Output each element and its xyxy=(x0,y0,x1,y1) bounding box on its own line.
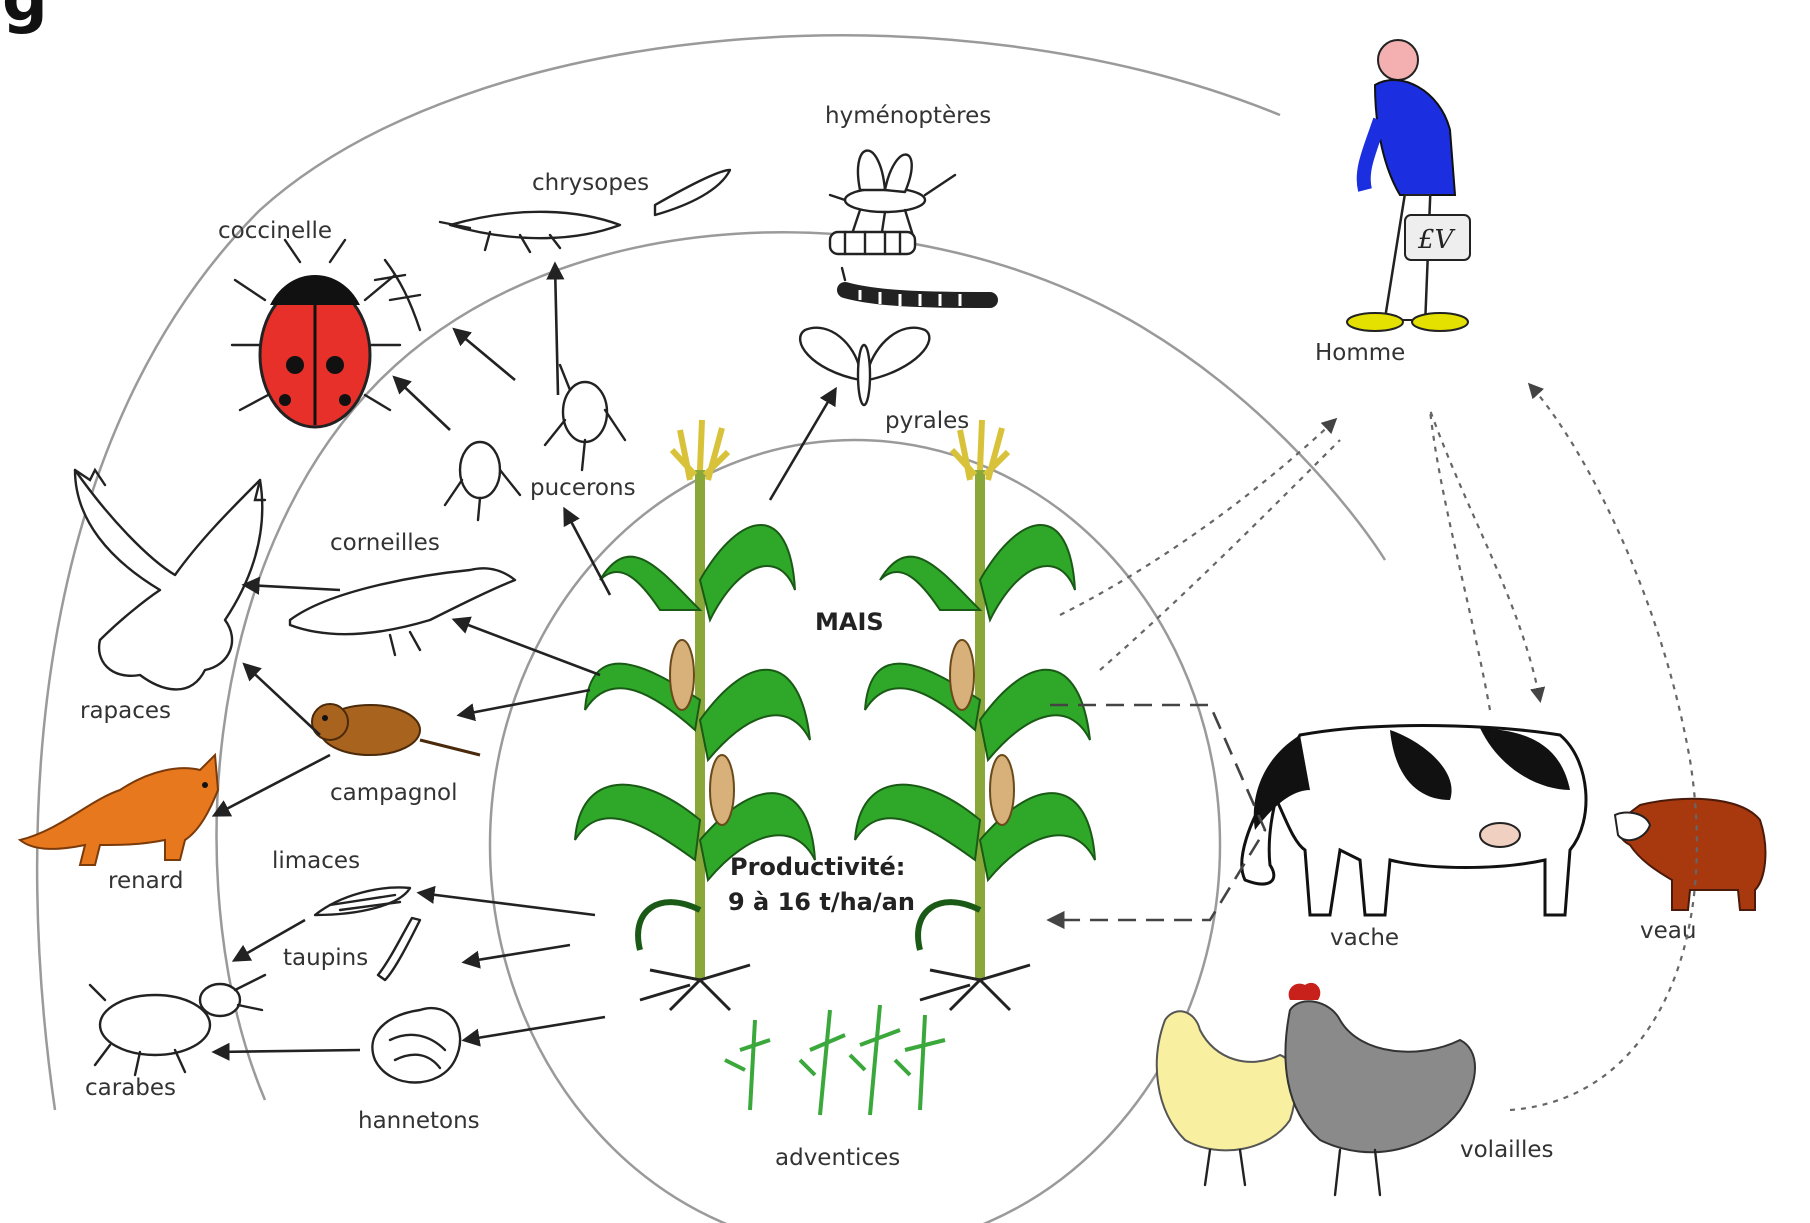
productivity-value: 9 à 16 t/ha/an xyxy=(728,888,915,916)
label-homme: Homme xyxy=(1315,340,1405,366)
slug-icon xyxy=(313,886,412,917)
label-corneilles: corneilles xyxy=(330,530,440,556)
label-taupins: taupins xyxy=(283,945,368,971)
label-rapaces: rapaces xyxy=(80,698,171,724)
grub-icon xyxy=(371,1007,462,1084)
label-veau: veau xyxy=(1640,918,1696,944)
partial-title: g xyxy=(2,0,48,36)
calf-icon xyxy=(1613,797,1767,911)
maize-plant-icon xyxy=(854,419,1096,1012)
rooster-icon xyxy=(1284,982,1476,1197)
eagle-icon xyxy=(73,467,267,691)
hymenoptera-icon xyxy=(828,149,957,256)
trophic-arrows xyxy=(211,261,837,1061)
label-vache: vache xyxy=(1330,925,1399,951)
hen-icon xyxy=(1155,1010,1297,1187)
label-coccinelle: coccinelle xyxy=(218,218,332,244)
weed-icon xyxy=(724,1004,946,1116)
label-hannetons: hannetons xyxy=(358,1108,480,1134)
crow-icon xyxy=(288,567,517,657)
label-renard: renard xyxy=(108,868,183,894)
label-adventices: adventices xyxy=(775,1145,900,1171)
ground-beetle-icon xyxy=(88,973,267,1077)
label-carabes: carabes xyxy=(85,1075,176,1101)
moth-icon xyxy=(799,326,931,407)
label-limaces: limaces xyxy=(272,848,360,874)
trophic-rings xyxy=(35,34,1387,1223)
label-chrysopes: chrysopes xyxy=(532,170,649,196)
label-campagnol: campagnol xyxy=(330,780,457,806)
label-pucerons: pucerons xyxy=(530,475,636,501)
label-pyrales: pyrales xyxy=(885,408,969,434)
vole-icon xyxy=(311,703,481,757)
wireworm-icon xyxy=(376,916,422,982)
label-volailles: volailles xyxy=(1460,1137,1553,1163)
fox-icon xyxy=(17,752,220,866)
ladybug-icon xyxy=(230,238,402,429)
label-hymenopteres: hyménoptères xyxy=(825,103,991,129)
caterpillar-icon xyxy=(837,266,998,308)
svg-text:£V: £V xyxy=(1417,225,1456,255)
lacewing-icon xyxy=(438,168,732,254)
aphid-icon xyxy=(443,363,627,522)
crop-title: MAIS xyxy=(815,608,884,636)
cow-icon xyxy=(1240,724,1588,917)
aphid-icon xyxy=(373,258,422,332)
man-icon: £V xyxy=(1346,39,1471,332)
feed-links xyxy=(1046,382,1698,1112)
maize-plant-icon xyxy=(574,419,816,1012)
productivity-label: Productivité: xyxy=(730,853,905,881)
